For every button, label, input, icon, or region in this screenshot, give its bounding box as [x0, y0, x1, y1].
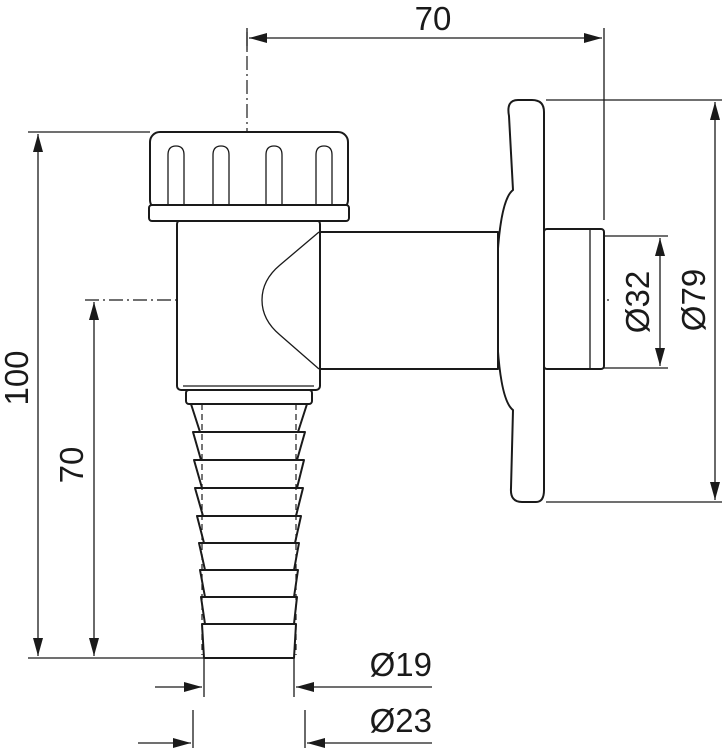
dim-32-label: Ø32	[619, 271, 656, 333]
dim-70-left-arrow-top	[89, 302, 99, 320]
dim-19-arrow-right	[296, 682, 314, 692]
dim-100-arrow-top	[33, 134, 43, 152]
dim-100-arrow-bottom	[33, 638, 43, 656]
nut-slot-1	[167, 145, 185, 205]
wall-tube	[543, 228, 605, 370]
dim-23-arrow-right	[307, 738, 325, 748]
dim-19-label: Ø19	[370, 646, 432, 683]
outlet-pipe	[299, 231, 499, 370]
dim-70-top-label: 70	[415, 0, 452, 37]
union-nut-collar	[148, 204, 350, 222]
valve-body	[176, 219, 321, 391]
dim-70-left-arrow-bottom	[89, 638, 99, 656]
dim-79-arrow-bottom	[710, 482, 720, 500]
dim-79-arrow-top	[710, 102, 720, 120]
dim-32-arrow-bottom	[655, 348, 665, 366]
union-nut	[149, 131, 349, 211]
nut-slot-4	[315, 145, 333, 205]
dim-23-arrow-left	[173, 738, 191, 748]
hose-collar	[185, 389, 313, 405]
wall-flange	[495, 99, 545, 503]
dim-70-top-arrow-left	[249, 33, 267, 43]
dim-32-arrow-top	[655, 238, 665, 256]
dim-79-label: Ø79	[675, 269, 712, 331]
dim-19-arrow-left	[184, 682, 202, 692]
dim-100-label: 100	[0, 350, 35, 405]
nut-slot-3	[265, 145, 283, 205]
nut-slot-2	[212, 145, 230, 205]
dim-70-left-label: 70	[53, 447, 90, 484]
dim-70-top-arrow-right	[584, 33, 602, 43]
body-pipe-junction	[261, 231, 320, 370]
hose-connector	[190, 403, 308, 659]
dim-23-label: Ø23	[370, 702, 432, 739]
